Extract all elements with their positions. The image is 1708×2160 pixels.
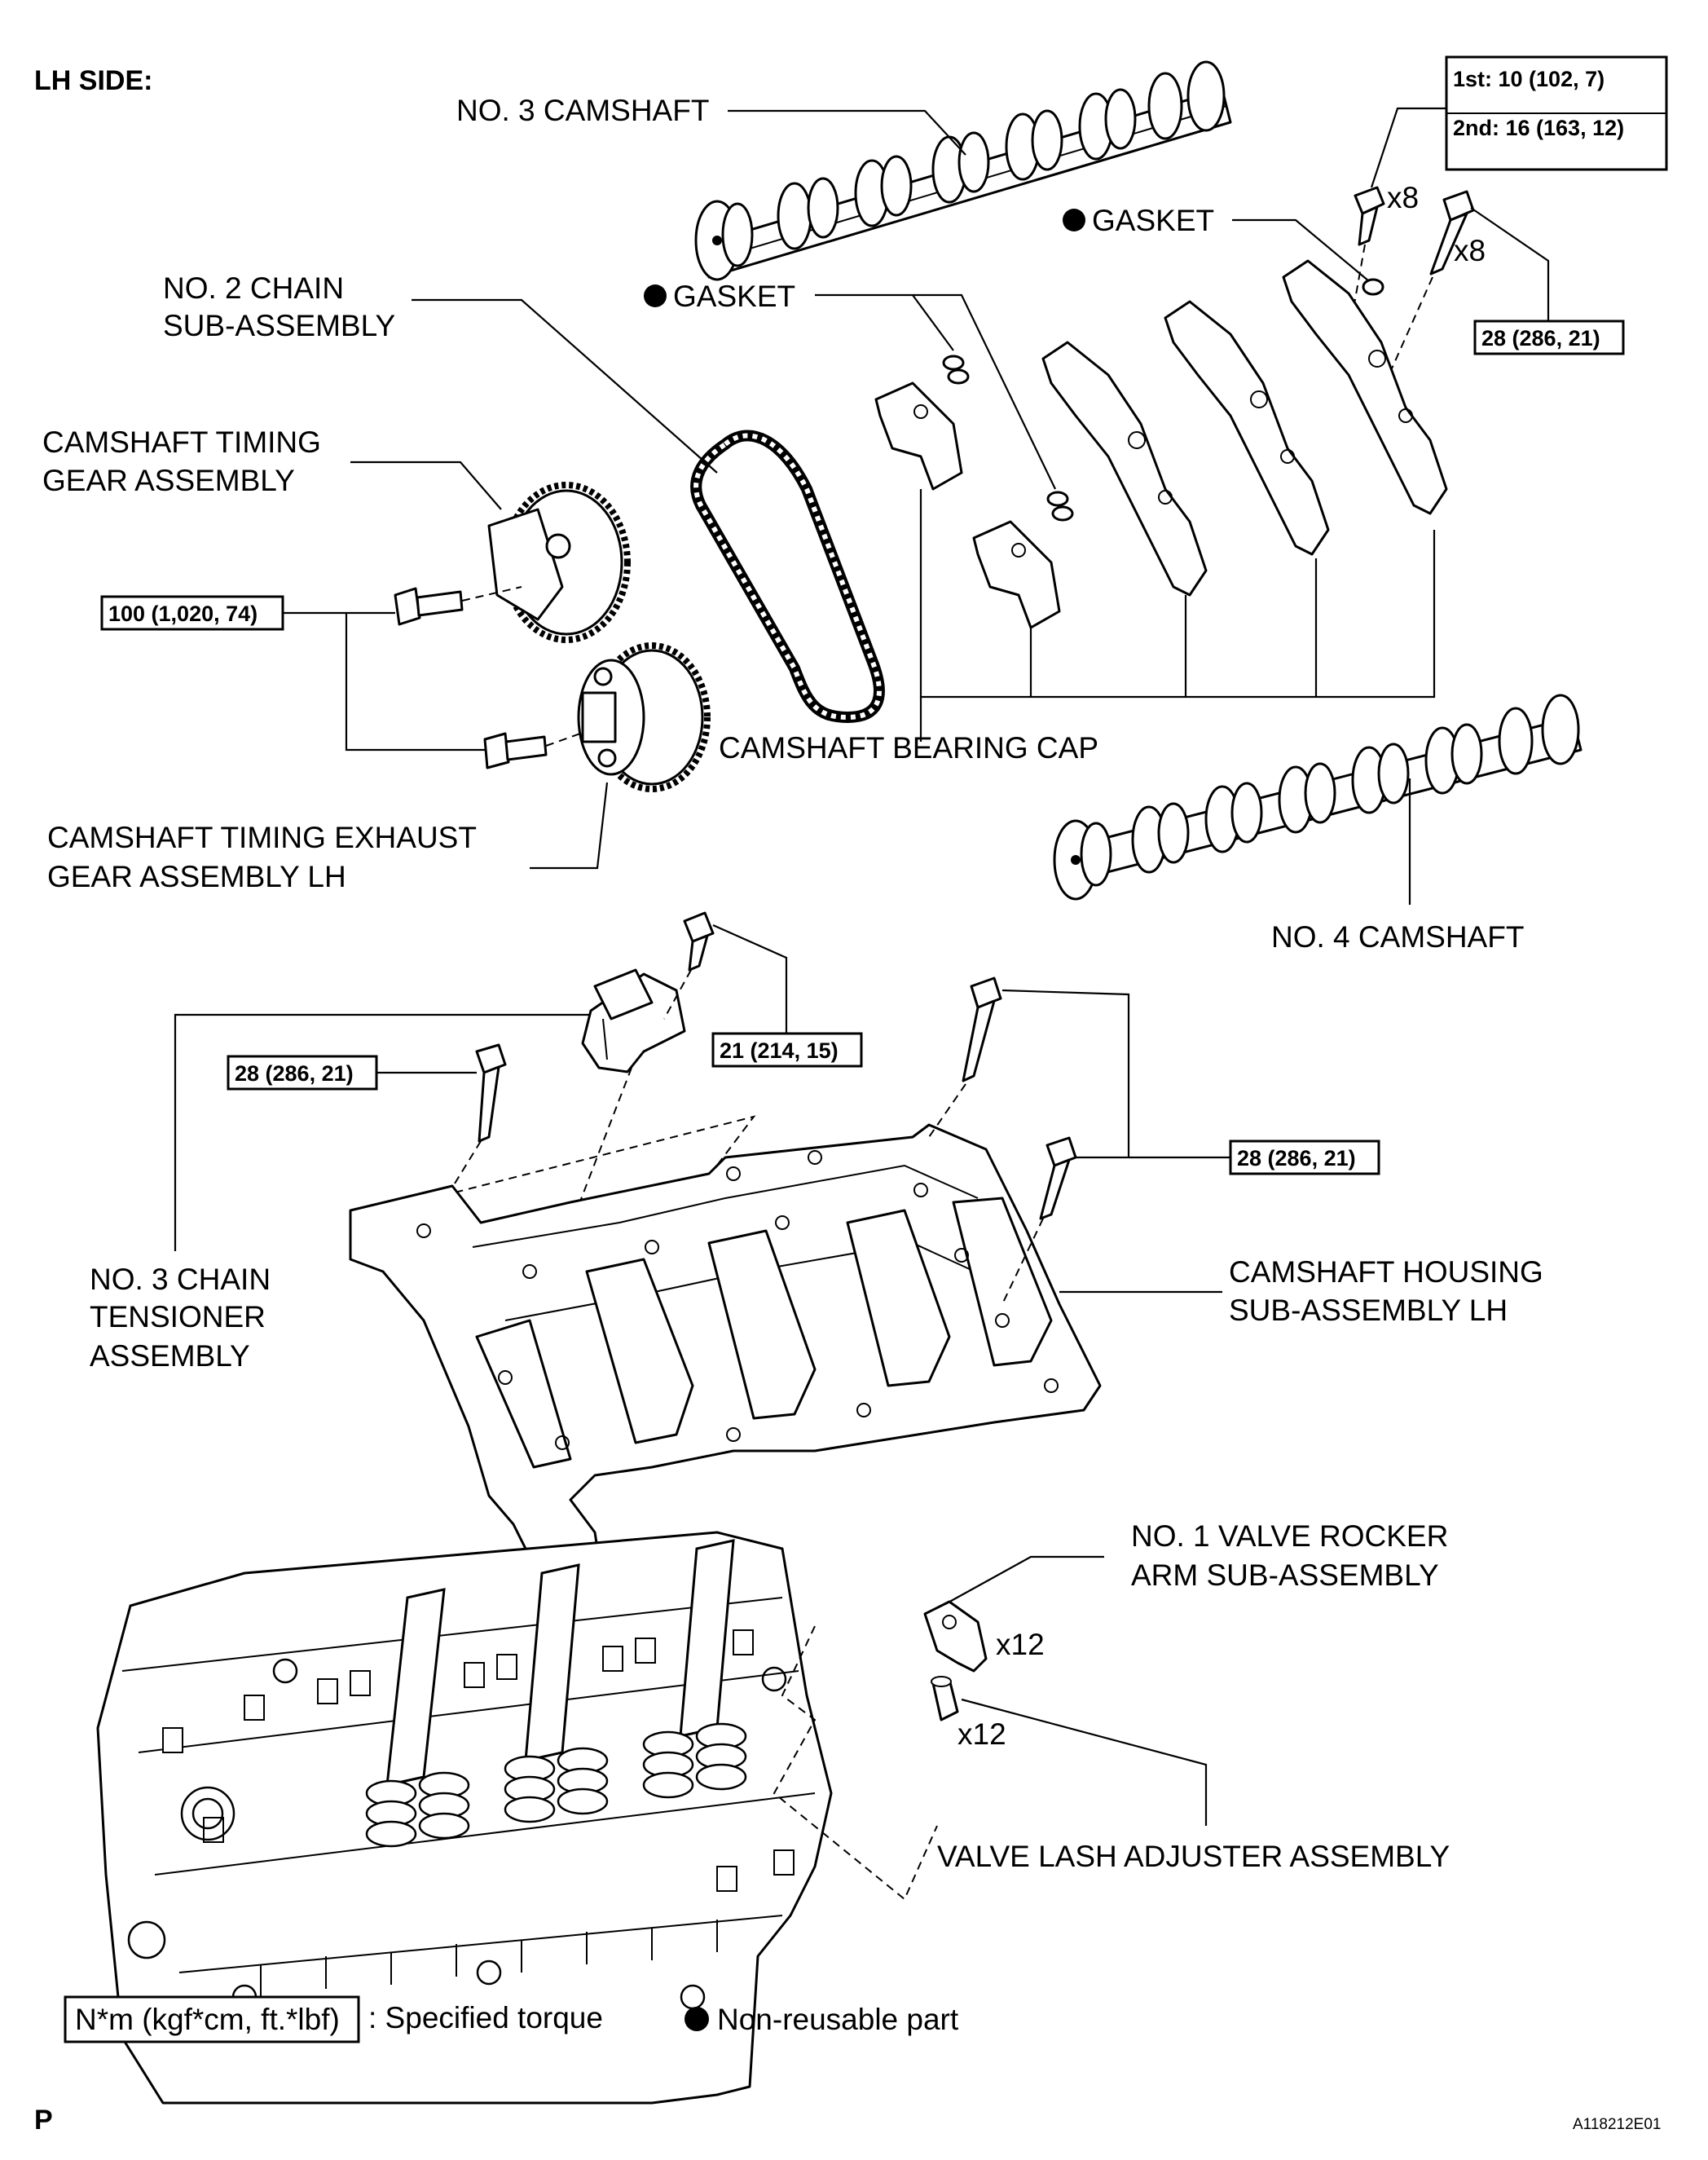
no2-chain-label-line2: SUB-ASSEMBLY [163, 309, 395, 342]
exhaust-gear-label-line2: GEAR ASSEMBLY LH [47, 860, 346, 893]
gasket-rings [942, 278, 1384, 522]
cap-bolt-large-qty: x8 [1454, 234, 1486, 267]
tensioner-label-line3: ASSEMBLY [90, 1339, 250, 1373]
no4-camshaft-drawing [1053, 694, 1583, 901]
no2-chain-label-line1: NO. 2 CHAIN [163, 271, 344, 305]
tensioner-label-line2: TENSIONER [90, 1300, 266, 1333]
timing-gear-label-line1: CAMSHAFT TIMING [42, 425, 321, 459]
legend-torque-box [64, 1995, 360, 2043]
no3-camshaft-drawing [694, 60, 1232, 281]
side-label: LH SIDE: [34, 65, 152, 96]
legend-nonreusable-dot-icon [685, 2007, 709, 2031]
housing-bolt-upper-drawing [962, 976, 1002, 1082]
gasket-label-upper: GASKET [1092, 204, 1214, 237]
rocker-arm-drawing [923, 1600, 988, 1673]
tensioner-label-line1: NO. 3 CHAIN [90, 1263, 271, 1296]
rocker-label-line1: NO. 1 VALVE ROCKER [1131, 1519, 1448, 1553]
torque-box-housing: 28 (286, 21) [1229, 1140, 1380, 1175]
nonreusable-dot-icon [1063, 209, 1085, 231]
camshaft-housing-drawing [349, 1123, 1102, 1599]
exhaust-gear-drawing [577, 642, 711, 792]
svg-text:28 (286, 21): 28 (286, 21) [235, 1061, 354, 1086]
bearing-cap-label: CAMSHAFT BEARING CAP [719, 731, 1098, 765]
tensioner-bolt-top-drawing [683, 911, 715, 972]
timing-gear-label-line2: GEAR ASSEMBLY [42, 464, 295, 497]
svg-text:1st: 10 (102, 7): 1st: 10 (102, 7) [1453, 67, 1605, 91]
svg-text:21 (214, 15): 21 (214, 15) [720, 1038, 839, 1063]
torque-box-cap-small: 1st: 10 (102, 7) 2nd: 16 (163, 12) [1445, 55, 1668, 171]
legend-nonreusable-desc: Non-reusable part [717, 2003, 959, 2036]
svg-text:28 (286, 21): 28 (286, 21) [1237, 1146, 1356, 1170]
no4-camshaft-label: NO. 4 CAMSHAFT [1271, 920, 1524, 954]
exhaust-gear-label-line1: CAMSHAFT TIMING EXHAUST [47, 821, 477, 854]
lash-qty: x12 [957, 1717, 1006, 1751]
legend-torque-desc: : Specified torque [368, 2001, 603, 2034]
tensioner-bolt-left-drawing [475, 1043, 507, 1143]
torque-box-gear: 100 (1,020, 74) [100, 595, 284, 631]
lash-adjuster-drawing [931, 1676, 959, 1721]
rocker-label-line2: ARM SUB-ASSEMBLY [1131, 1558, 1439, 1592]
torque-box-cap-large: 28 (286, 21) [1473, 320, 1625, 355]
section-letter: P [34, 2105, 53, 2136]
rocker-qty: x12 [996, 1628, 1045, 1661]
legend: N*m (kgf*cm, ft.*lbf) : Specified torque… [64, 1995, 959, 2043]
housing-label-line2: SUB-ASSEMBLY LH [1229, 1294, 1508, 1327]
gear-bolt-upper-drawing [394, 587, 464, 626]
tensioner-drawing [581, 968, 686, 1073]
cap-bolt-small-drawing [1354, 186, 1385, 246]
housing-label-line1: CAMSHAFT HOUSING [1229, 1255, 1543, 1289]
nonreusable-dot-icon [644, 284, 667, 307]
legend-torque-units: N*m (kgf*cm, ft.*lbf) [75, 2003, 340, 2036]
housing-bolt-lower-drawing [1039, 1136, 1077, 1220]
svg-text:100 (1,020, 74): 100 (1,020, 74) [108, 602, 258, 626]
bearing-caps-drawing [874, 259, 1448, 629]
cap-bolt-large-drawing [1429, 190, 1475, 276]
no3-camshaft-label: NO. 3 CAMSHAFT [456, 94, 709, 127]
gasket-label-lower: GASKET [673, 280, 795, 313]
no2-chain-drawing [690, 430, 885, 724]
lash-adjuster-label: VALVE LASH ADJUSTER ASSEMBLY [937, 1840, 1450, 1873]
torque-box-tensioner-top: 21 (214, 15) [711, 1032, 863, 1068]
cylinder-head-drawing [96, 1531, 938, 2105]
svg-text:28 (286, 21): 28 (286, 21) [1481, 326, 1600, 350]
figure-id: A118212E01 [1573, 2116, 1661, 2133]
gear-bolt-lower-drawing [483, 732, 548, 769]
cap-bolt-small-qty: x8 [1387, 181, 1419, 214]
torque-box-tensioner-left: 28 (286, 21) [227, 1055, 378, 1091]
svg-text:2nd: 16 (163, 12): 2nd: 16 (163, 12) [1453, 116, 1624, 140]
timing-gear-drawing [487, 482, 631, 643]
